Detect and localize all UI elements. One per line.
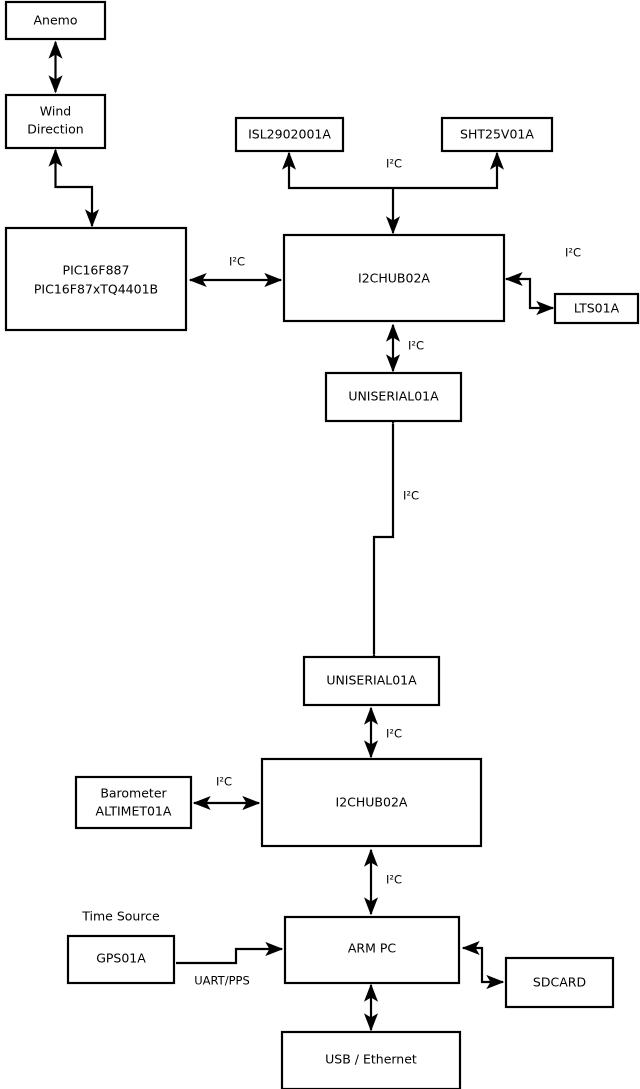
- node-rect: [4, 226, 188, 332]
- node-sdcard[interactable]: SDCARD: [504, 956, 615, 1009]
- edge-barometer-i2chub-bottom: I²C: [192, 775, 261, 811]
- node-label: UNISERIAL01A: [326, 673, 417, 688]
- edge-i2chub-top-lts: I²C: [504, 246, 581, 316]
- node-rect: [283, 915, 461, 985]
- node-label-line2: Direction: [27, 122, 83, 137]
- edge-label-i2c: I²C: [386, 873, 402, 887]
- edge-label-i2c: I²C: [403, 489, 419, 503]
- edge-label-i2c: I²C: [386, 157, 402, 171]
- node-sht25v01a[interactable]: SHT25V01A: [440, 116, 554, 153]
- node-rect: [324, 371, 463, 423]
- edge-label-uart-pps: UART/PPS: [194, 974, 250, 988]
- node-rect: [280, 1030, 462, 1089]
- node-rect: [260, 757, 483, 848]
- node-label-line1: Wind: [40, 104, 71, 119]
- edge-line: [366, 407, 401, 671]
- node-arm-pc[interactable]: ARM PC: [283, 915, 461, 985]
- edge-i2chub-bottom-armpc: I²C: [363, 848, 402, 916]
- node-rect: [66, 934, 176, 985]
- edge-line: [504, 271, 555, 316]
- node-label: I2CHUB02A: [358, 271, 430, 286]
- edge-armpc-sdcard: [461, 940, 505, 990]
- node-label: ISL2902001A: [248, 127, 331, 142]
- edge-label-i2c: I²C: [216, 775, 232, 789]
- node-barometer-altimet01a[interactable]: Barometer ALTIMET01A: [74, 775, 193, 830]
- node-rect: [74, 775, 193, 830]
- edge-i2chub-top-uniserial-top: I²C: [385, 323, 424, 373]
- node-label: Anemo: [34, 13, 78, 28]
- node-isl2902001a[interactable]: ISL2902001A: [234, 116, 345, 153]
- edge-wind-direction-pic: [48, 148, 100, 228]
- node-rect: [440, 116, 554, 153]
- node-label: USB / Ethernet: [325, 1052, 417, 1067]
- node-rect: [234, 116, 345, 153]
- node-label: SDCARD: [533, 975, 586, 990]
- node-i2chub02a-bottom[interactable]: I2CHUB02A: [260, 757, 483, 848]
- node-usb-ethernet[interactable]: USB / Ethernet: [280, 1030, 462, 1089]
- edge-label-i2c: I²C: [386, 727, 402, 741]
- node-label-line2: ALTIMET01A: [96, 804, 172, 819]
- node-label: LTS01A: [574, 301, 620, 316]
- node-label-line1: PIC16F887: [63, 263, 130, 278]
- node-label-line2: PIC16F87xTQ4401B: [34, 282, 158, 297]
- node-wind-direction[interactable]: Wind Direction: [4, 93, 107, 150]
- edge-line-to-isl: [281, 151, 393, 190]
- edge-uniserial-bottom-i2chub-bottom: I²C: [363, 706, 402, 759]
- edge-label-i2c: I²C: [565, 246, 581, 260]
- edge-line: [461, 940, 505, 990]
- edge-line: [48, 148, 100, 228]
- node-i2chub02a-top[interactable]: I2CHUB02A: [282, 233, 506, 323]
- node-label: ARM PC: [348, 941, 397, 956]
- edge-line: [176, 941, 284, 965]
- edge-label-i2c: I²C: [408, 339, 424, 353]
- edge-uniserial-top-uniserial-bottom: I²C: [366, 407, 419, 671]
- node-pic16f887[interactable]: PIC16F887 PIC16F87xTQ4401B: [4, 226, 188, 332]
- node-gps01a[interactable]: GPS01A: [66, 934, 176, 985]
- node-rect: [282, 233, 506, 323]
- edge-gps-armpc: UART/PPS: [176, 941, 284, 988]
- node-label: UNISERIAL01A: [348, 389, 439, 404]
- node-label: GPS01A: [96, 951, 146, 966]
- node-lts01a[interactable]: LTS01A: [553, 292, 640, 325]
- node-rect: [4, 93, 107, 150]
- edge-line-to-sht: [393, 151, 505, 190]
- node-label: I2CHUB02A: [336, 795, 408, 810]
- node-rect: [302, 655, 441, 707]
- label-time-source: Time Source: [81, 909, 160, 924]
- edge-i2chub-top-sensors: I²C: [281, 151, 505, 235]
- node-rect: [553, 292, 640, 325]
- node-uniserial01a-top[interactable]: UNISERIAL01A: [324, 371, 463, 423]
- node-uniserial01a-bottom[interactable]: UNISERIAL01A: [302, 655, 441, 707]
- node-label: SHT25V01A: [460, 127, 534, 142]
- edge-label-i2c: I²C: [229, 255, 245, 269]
- edge-pic-i2chub-top: I²C: [188, 255, 283, 288]
- node-rect: [4, 0, 107, 41]
- node-rect: [504, 956, 615, 1009]
- node-label-line1: Barometer: [100, 786, 167, 801]
- node-anemo[interactable]: Anemo: [4, 0, 107, 41]
